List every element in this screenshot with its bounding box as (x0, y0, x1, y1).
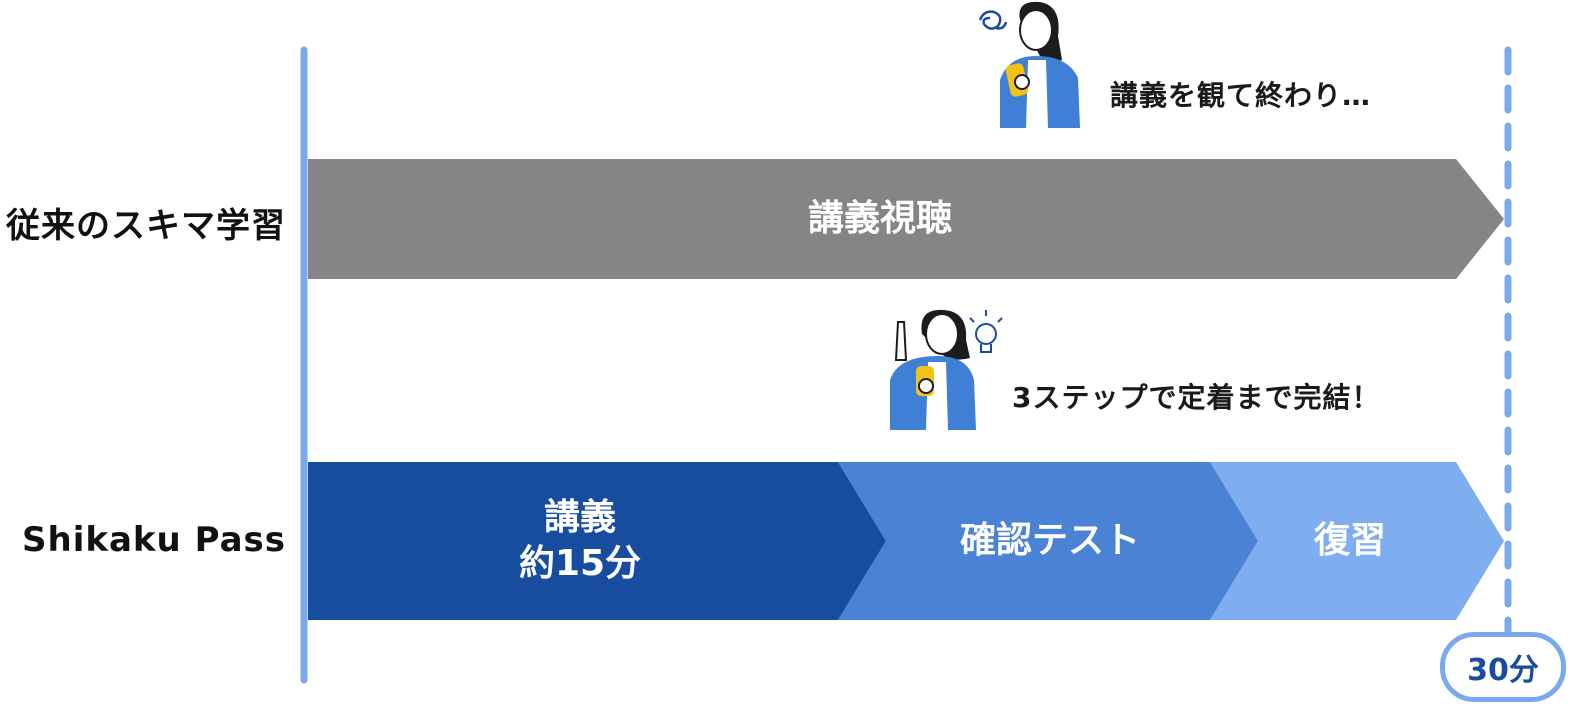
conventional-bar (308, 159, 1504, 279)
dizzy-scribble-icon (978, 10, 1008, 30)
step-1-label: 講義 約15分 (480, 495, 680, 587)
row-label-conventional: 従来のスキマ学習 (6, 206, 286, 246)
step-1-label-line1: 講義 (543, 497, 616, 538)
row-label-shikaku: Shikaku Pass (22, 520, 286, 560)
step-3-label: 復習 (1313, 520, 1386, 561)
shikaku-comment: 3ステップで定着まで完結！ (1012, 381, 1381, 414)
lightbulb-icon (969, 310, 1003, 353)
conventional-bar-label: 講義視聴 (807, 198, 952, 239)
conventional-comment: 講義を観て終わり… (1110, 79, 1372, 112)
step-2-label: 確認テスト (959, 520, 1140, 561)
step-1-lecture-bar (308, 462, 886, 620)
step-2-test-bar (838, 462, 1258, 620)
idea-woman-icon (890, 309, 976, 430)
end-time-badge: 30分 (1440, 632, 1566, 702)
step-3-review-bar (1210, 462, 1504, 620)
confused-woman-icon (1000, 1, 1080, 128)
step-1-label-line2: 約15分 (518, 543, 642, 584)
